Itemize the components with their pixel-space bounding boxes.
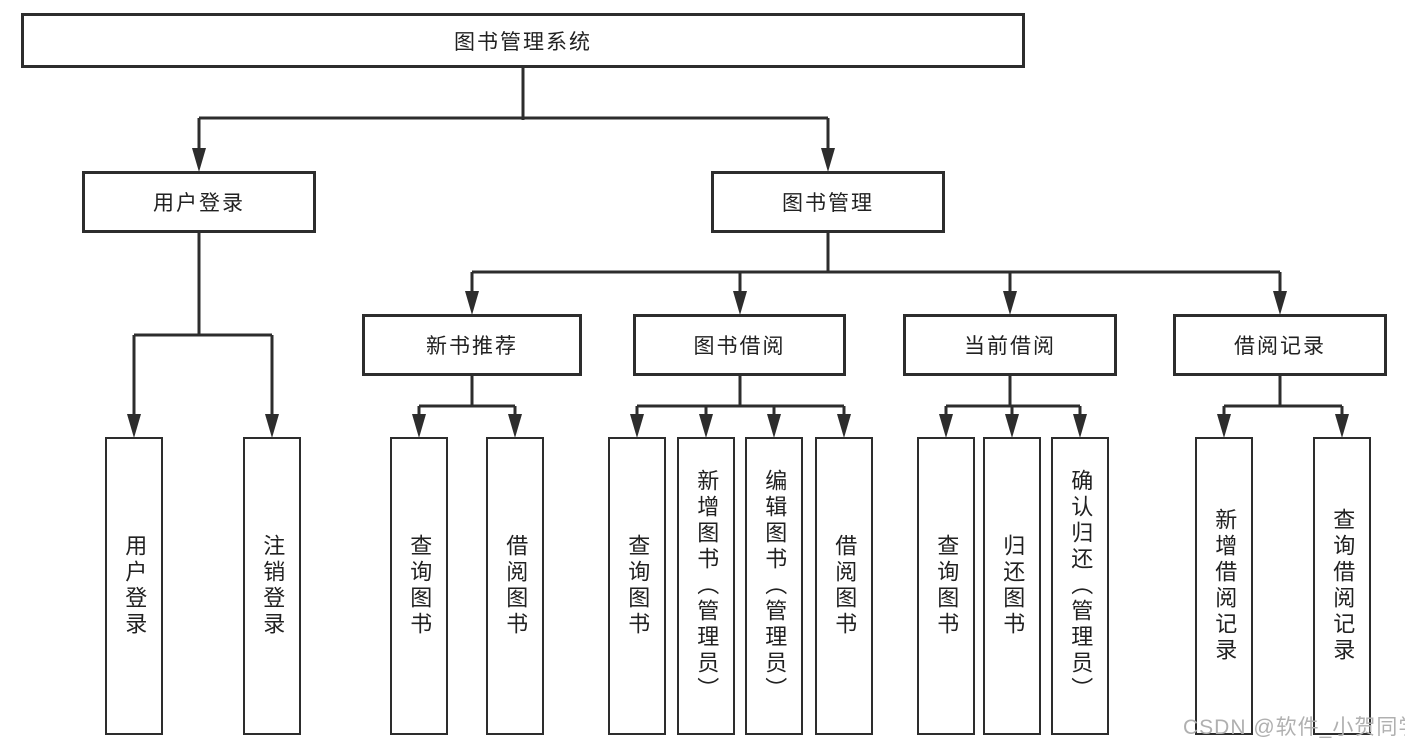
leaf-confirm-return-admin: 确认归还（管理员） <box>1051 437 1109 735</box>
csdn-watermark: CSDN @软件_小贺同学 <box>1183 716 1405 739</box>
node-root-system: 图书管理系统 <box>21 13 1025 68</box>
node-new-book-recommend: 新书推荐 <box>362 314 582 376</box>
leaf-add-books-admin: 新增图书（管理员） <box>677 437 735 735</box>
leaf-query-books-current: 查询图书 <box>917 437 975 735</box>
node-current-borrow: 当前借阅 <box>903 314 1117 376</box>
node-borrow-records: 借阅记录 <box>1173 314 1387 376</box>
leaf-logout: 注销登录 <box>243 437 301 735</box>
node-book-management: 图书管理 <box>711 171 945 233</box>
leaf-query-books-borrow: 查询图书 <box>608 437 666 735</box>
leaf-add-borrow-record: 新增借阅记录 <box>1195 437 1253 735</box>
node-book-borrow: 图书借阅 <box>633 314 846 376</box>
node-user-login: 用户登录 <box>82 171 316 233</box>
leaf-borrow-books-recommend: 借阅图书 <box>486 437 544 735</box>
leaf-user-login: 用户登录 <box>105 437 163 735</box>
arrowheads <box>127 148 1349 438</box>
leaf-return-books: 归还图书 <box>983 437 1041 735</box>
tree-edges <box>132 68 1344 417</box>
leaf-query-borrow-record: 查询借阅记录 <box>1313 437 1371 735</box>
leaf-query-books-recommend: 查询图书 <box>390 437 448 735</box>
leaf-borrow-books: 借阅图书 <box>815 437 873 735</box>
leaf-edit-books-admin: 编辑图书（管理员） <box>745 437 803 735</box>
